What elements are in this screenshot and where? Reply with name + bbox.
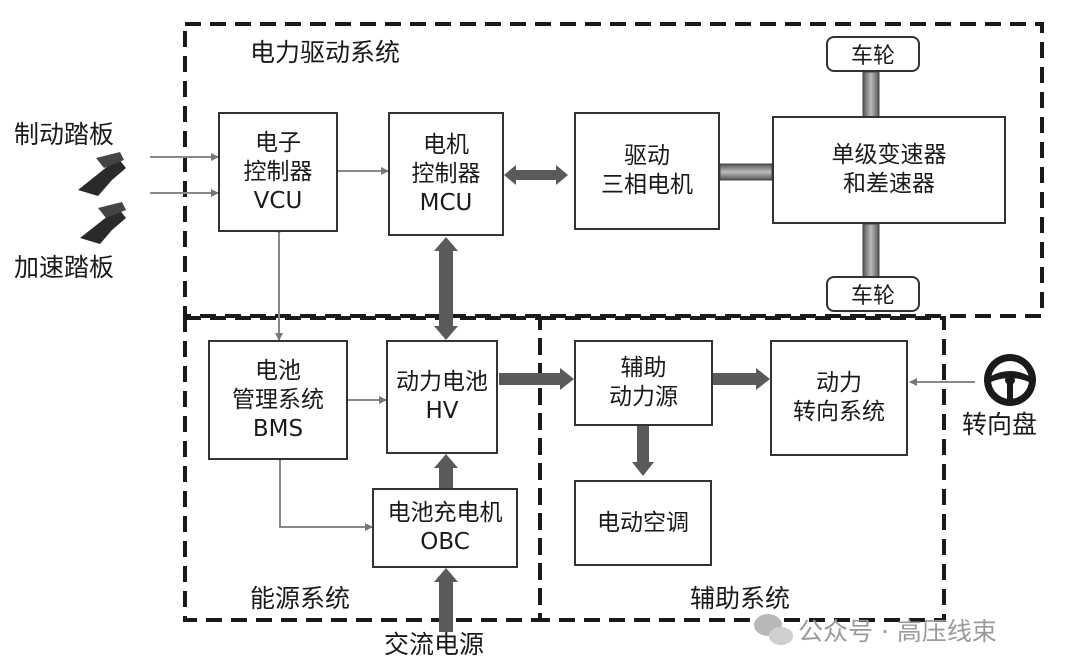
mcu-line-3: MCU xyxy=(419,189,473,216)
wheel-bottom: 车轮 xyxy=(826,276,920,312)
power-steering-block: 动力 转向系统 xyxy=(770,340,908,456)
motor-line-2: 三相电机 xyxy=(601,172,693,198)
drive-system-boundary xyxy=(183,22,1044,318)
gearbox-line-2: 和差速器 xyxy=(843,171,935,197)
mcu-line-2: 控制器 xyxy=(411,160,481,187)
battery-line-1: 动力电池 xyxy=(396,369,488,395)
aux-system-label: 辅助系统 xyxy=(690,584,791,613)
accelerator-pedal-icon xyxy=(80,202,126,244)
aux-power-line-1: 辅助 xyxy=(620,355,667,381)
bms-line-1: 电池 xyxy=(255,357,301,384)
battery-line-2: HV xyxy=(425,398,459,424)
aux-system-boundary xyxy=(538,316,946,622)
ac-line-1: 电动空调 xyxy=(597,509,689,536)
brake-pedal-icon xyxy=(78,152,126,196)
pedal-signal-lines xyxy=(150,153,219,197)
ac-power-label: 交流电源 xyxy=(384,630,485,659)
obc-block: 电池充电机 OBC xyxy=(372,488,518,568)
steering-line-2: 转向系统 xyxy=(793,399,885,425)
steering-wheel-icon xyxy=(984,354,1036,406)
mcu-block: 电机 控制器 MCU xyxy=(388,112,504,236)
vcu-line-3: VCU xyxy=(253,187,303,214)
vcu-line-2: 控制器 xyxy=(243,158,313,185)
vcu-line-1: 电子 xyxy=(255,129,301,156)
gearbox-differential-block: 单级变速器 和差速器 xyxy=(772,116,1006,224)
obc-line-1: 电池充电机 xyxy=(387,500,503,526)
obc-line-2: OBC xyxy=(420,529,470,555)
aux-power-block: 辅助 动力源 xyxy=(574,340,713,426)
motor-line-1: 驱动 xyxy=(624,143,670,169)
steering-wheel-label: 转向盘 xyxy=(962,410,1038,439)
gearbox-line-1: 单级变速器 xyxy=(831,142,947,168)
wheel-top: 车轮 xyxy=(826,36,920,72)
aux-power-line-2: 动力源 xyxy=(609,384,678,410)
motor-block: 驱动 三相电机 xyxy=(574,112,720,230)
energy-system-label: 能源系统 xyxy=(250,584,351,613)
mcu-line-1: 电机 xyxy=(423,131,469,158)
brake-pedal-label: 制动踏板 xyxy=(14,120,115,149)
bms-line-2: 管理系统 xyxy=(232,386,324,413)
bms-block: 电池 管理系统 BMS xyxy=(208,340,348,460)
electric-ac-block: 电动空调 xyxy=(574,480,712,566)
accel-pedal-label: 加速踏板 xyxy=(14,253,115,282)
drive-system-label: 电力驱动系统 xyxy=(250,38,401,67)
signal-links xyxy=(275,167,975,531)
wechat-icon xyxy=(754,614,793,645)
watermark-text: 公众号 · 高压线束 xyxy=(798,617,997,646)
bms-line-3: BMS xyxy=(252,415,304,442)
drive-shafts xyxy=(719,71,880,279)
vcu-block: 电子 控制器 VCU xyxy=(218,112,338,232)
power-battery-block: 动力电池 HV xyxy=(386,340,498,454)
steering-line-1: 动力 xyxy=(816,370,862,396)
power-links xyxy=(434,165,770,632)
